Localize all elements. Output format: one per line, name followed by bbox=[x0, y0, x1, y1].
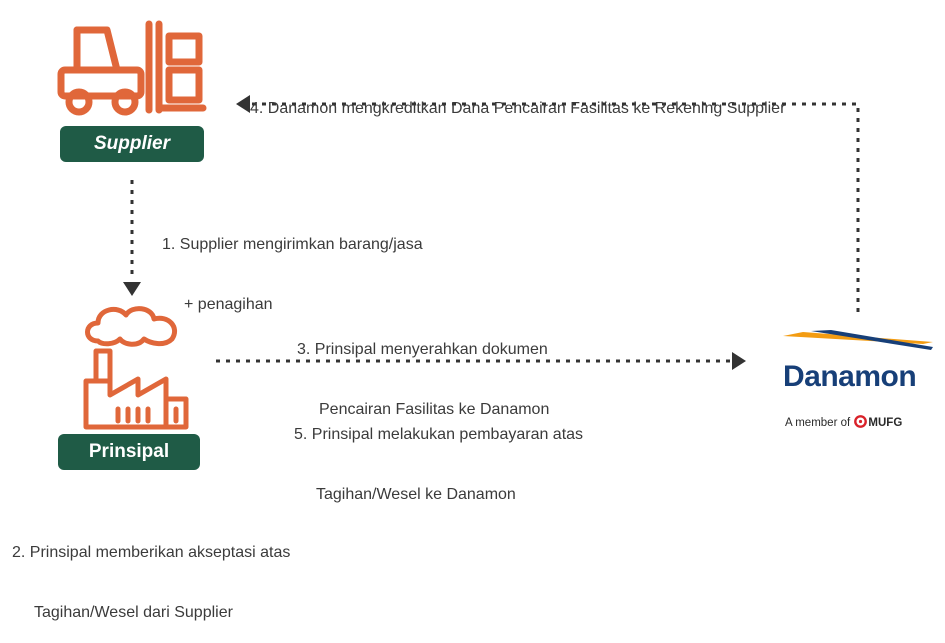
step-5-line2: Tagihan/Wesel ke Danamon bbox=[316, 486, 516, 503]
step-1-line2: + penagihan bbox=[184, 296, 273, 313]
step-1-caption: 1. Supplier mengirimkan barang/jasa + pe… bbox=[162, 195, 423, 335]
step-5-caption: 5. Prinsipal melakukan pembayaran atas T… bbox=[294, 385, 583, 525]
arrow-bank-to-supplier bbox=[236, 95, 860, 312]
danamon-tagline: A member of MUFG bbox=[785, 415, 902, 431]
mufg-text: MUFG bbox=[868, 417, 903, 429]
step-3-line2: Pencairan Fasilitas ke Danamon bbox=[319, 401, 550, 418]
danamon-logo: Danamon A member of MUFG bbox=[783, 330, 933, 430]
flow-arrows bbox=[123, 95, 860, 370]
step-4-caption: 4. Danamon mengkreditkan Dana Pencairan … bbox=[250, 59, 785, 139]
step-1-line1: 1. Supplier mengirimkan barang/jasa bbox=[162, 236, 423, 253]
forklift-icon bbox=[57, 20, 207, 116]
tagline-text: A member of bbox=[785, 417, 851, 429]
danamon-wordmark: Danamon bbox=[783, 360, 917, 393]
step-4-line1: 4. Danamon mengkreditkan Dana Pencairan … bbox=[250, 100, 786, 117]
danamon-swoosh-icon bbox=[783, 330, 933, 350]
principal-badge: Prinsipal bbox=[58, 434, 200, 470]
step-3-line1: 3. Prinsipal menyerahkan dokumen bbox=[297, 341, 548, 358]
mufg-mark-icon bbox=[854, 415, 868, 431]
step-2-line1: 2. Prinsipal memberikan akseptasi atas bbox=[12, 544, 291, 561]
factory-icon bbox=[83, 306, 189, 430]
arrow-supplier-to-principal bbox=[123, 180, 141, 296]
arrow-principal-to-bank bbox=[216, 352, 746, 370]
step-2-line2: Tagihan/Wesel dari Supplier bbox=[34, 604, 233, 621]
step-5-line1: 5. Prinsipal melakukan pembayaran atas bbox=[294, 426, 584, 443]
step-2-caption: 2. Prinsipal memberikan akseptasi atas T… bbox=[12, 503, 290, 643]
supplier-badge: Supplier bbox=[60, 126, 204, 162]
step-3-caption: 3. Prinsipal menyerahkan dokumen Pencair… bbox=[297, 300, 549, 440]
